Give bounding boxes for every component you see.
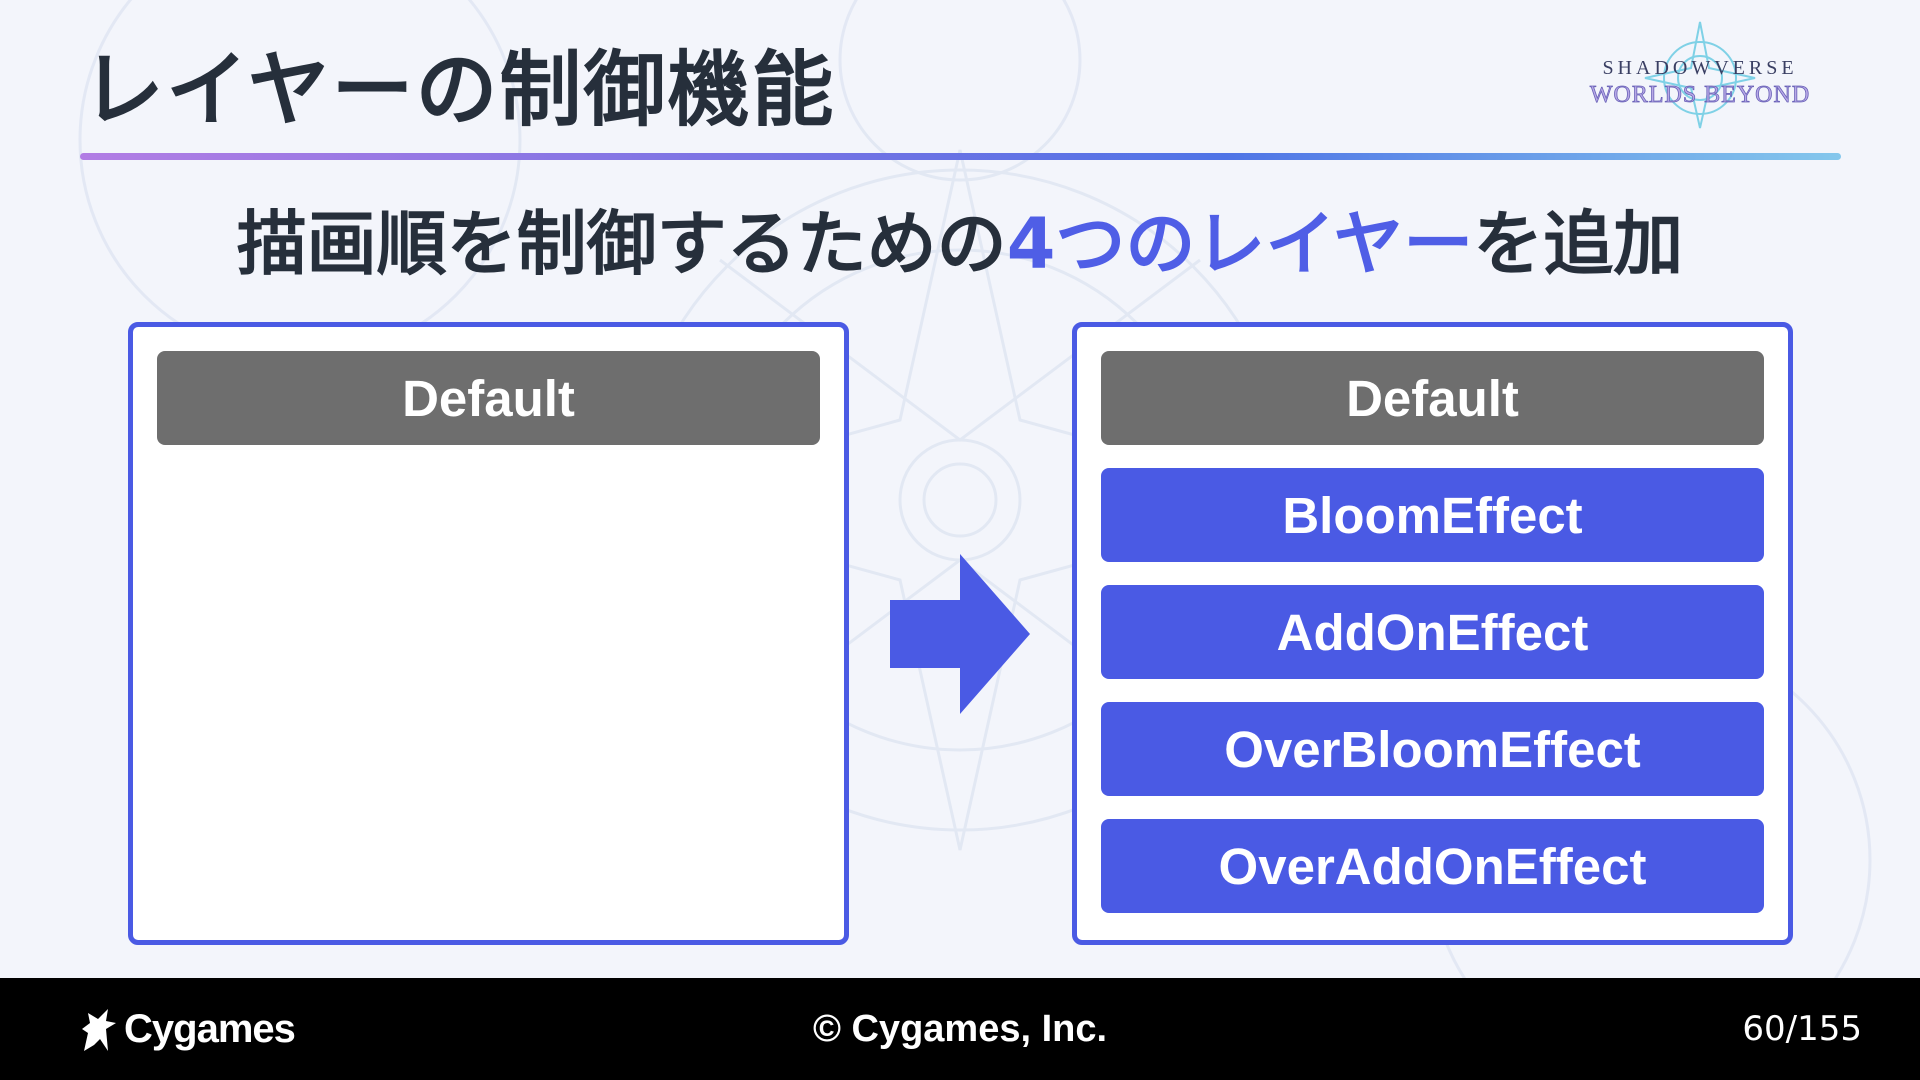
page-number: 60/155 — [1742, 1009, 1862, 1049]
subtitle-prefix: 描画順を制御するための — [236, 203, 1007, 285]
shadowverse-logo: SHADOWVERSE WORLDS BEYOND — [1555, 16, 1845, 134]
after-layers-panel: Default BloomEffect AddOnEffect OverBloo… — [1072, 322, 1793, 945]
title-divider — [80, 153, 1841, 160]
cygames-logo: Cygames — [78, 1002, 296, 1056]
layer-over-addon-effect: OverAddOnEffect — [1101, 819, 1764, 913]
subtitle-suffix: を追加 — [1473, 203, 1684, 285]
slide-subtitle: 描画順を制御するための4つのレイヤーを追加 — [0, 196, 1920, 292]
cygames-logo-icon — [78, 1005, 118, 1053]
footer-bar: © Cygames, Inc. Cygames 60/155 — [0, 978, 1920, 1080]
layer-bloom-effect: BloomEffect — [1101, 468, 1764, 562]
before-layers-panel: Default — [128, 322, 849, 945]
right-arrow-icon — [890, 554, 1030, 714]
cygames-brand-text: Cygames — [124, 1006, 296, 1051]
copyright-text: © Cygames, Inc. — [812, 1008, 1108, 1050]
logo-line1: SHADOWVERSE — [1602, 57, 1797, 79]
logo-line2: WORLDS BEYOND — [1590, 82, 1810, 108]
layer-default-after: Default — [1101, 351, 1764, 445]
layer-default-before: Default — [157, 351, 820, 445]
layer-addon-effect: AddOnEffect — [1101, 585, 1764, 679]
subtitle-accent: 4つのレイヤー — [1006, 203, 1474, 285]
slide-title: レイヤーの制御機能 — [82, 43, 836, 138]
layer-over-bloom-effect: OverBloomEffect — [1101, 702, 1764, 796]
